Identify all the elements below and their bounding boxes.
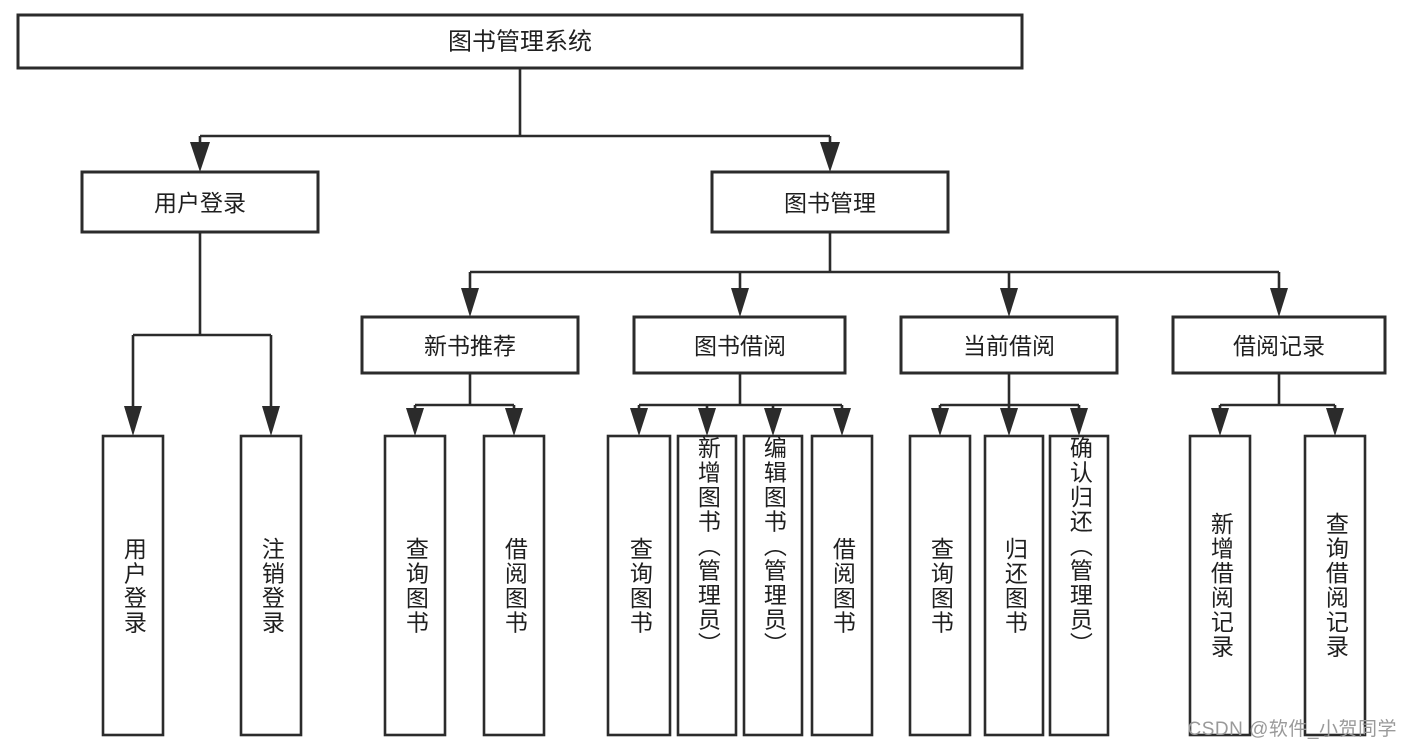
arrow-to-leaf-query-record <box>1326 408 1344 436</box>
leaf-box-query-book-2[interactable] <box>606 434 672 737</box>
arrow-to-book-mgmt <box>820 142 840 172</box>
root-box <box>16 13 1024 70</box>
arrow-to-leaf-logout <box>262 406 280 436</box>
node-book-borrow[interactable]: 图书借阅 <box>632 315 847 375</box>
arrow-to-leaf-query-book-1 <box>406 408 424 436</box>
leaf-boxes-group <box>101 434 1367 737</box>
book-management-label: 图书管理 <box>784 190 876 216</box>
leaf-box-edit-book[interactable] <box>742 434 804 737</box>
arrow-to-leaf-query-book-3 <box>931 408 949 436</box>
node-borrow-record[interactable]: 借阅记录 <box>1171 315 1387 375</box>
leaf-box-user-login[interactable] <box>101 434 165 737</box>
leaf-box-query-book-1[interactable] <box>383 434 447 737</box>
node-new-book-recommend[interactable]: 新书推荐 <box>360 315 580 375</box>
arrow-to-leaf-user-login <box>124 406 142 436</box>
user-login-box <box>80 170 320 234</box>
leaf-box-logout[interactable] <box>239 434 303 737</box>
book-borrow-label: 图书借阅 <box>694 333 786 359</box>
arrow-to-leaf-edit-book <box>764 408 782 436</box>
root-label: 图书管理系统 <box>448 29 592 56</box>
arrow-to-new-book-rec <box>461 288 479 317</box>
borrow-record-box <box>1171 315 1387 375</box>
csdn-watermark: CSDN @软件_小贺同学 <box>1187 719 1397 740</box>
borrow-record-label: 借阅记录 <box>1233 333 1325 359</box>
arrow-to-leaf-return-book <box>1000 408 1018 436</box>
arrow-to-leaf-query-book-2 <box>630 408 648 436</box>
arrow-to-user-login <box>190 142 210 172</box>
leaf-box-query-book-3[interactable] <box>908 434 972 737</box>
leaf-box-borrow-book-1[interactable] <box>482 434 546 737</box>
arrow-to-leaf-borrow-book-2 <box>833 408 851 436</box>
leaf-box-query-record[interactable] <box>1303 434 1367 737</box>
leaf-box-add-book[interactable] <box>676 434 738 737</box>
arrow-to-leaf-confirm-return <box>1070 408 1088 436</box>
new-book-recommend-box <box>360 315 580 375</box>
node-book-management[interactable]: 图书管理 <box>710 170 950 234</box>
new-book-recommend-label: 新书推荐 <box>424 333 516 359</box>
node-root[interactable]: 图书管理系统 <box>16 13 1024 70</box>
edges-group <box>124 68 1344 436</box>
book-borrow-box <box>632 315 847 375</box>
book-management-box <box>710 170 950 234</box>
arrow-to-leaf-borrow-book-1 <box>505 408 523 436</box>
arrow-to-leaf-add-record <box>1211 408 1229 436</box>
current-borrow-label: 当前借阅 <box>963 333 1055 359</box>
leaf-box-return-book[interactable] <box>983 434 1045 737</box>
arrow-to-borrow-record <box>1270 288 1288 317</box>
node-current-borrow[interactable]: 当前借阅 <box>899 315 1119 375</box>
arrow-to-current-borrow <box>1000 288 1018 317</box>
arrow-to-leaf-add-book <box>698 408 716 436</box>
leaf-box-add-record[interactable] <box>1188 434 1252 737</box>
current-borrow-box <box>899 315 1119 375</box>
user-login-label: 用户登录 <box>154 190 246 216</box>
arrow-to-book-borrow <box>731 288 749 317</box>
node-user-login[interactable]: 用户登录 <box>80 170 320 234</box>
leaf-box-confirm-return[interactable] <box>1048 434 1110 737</box>
leaf-box-borrow-book-2[interactable] <box>810 434 874 737</box>
